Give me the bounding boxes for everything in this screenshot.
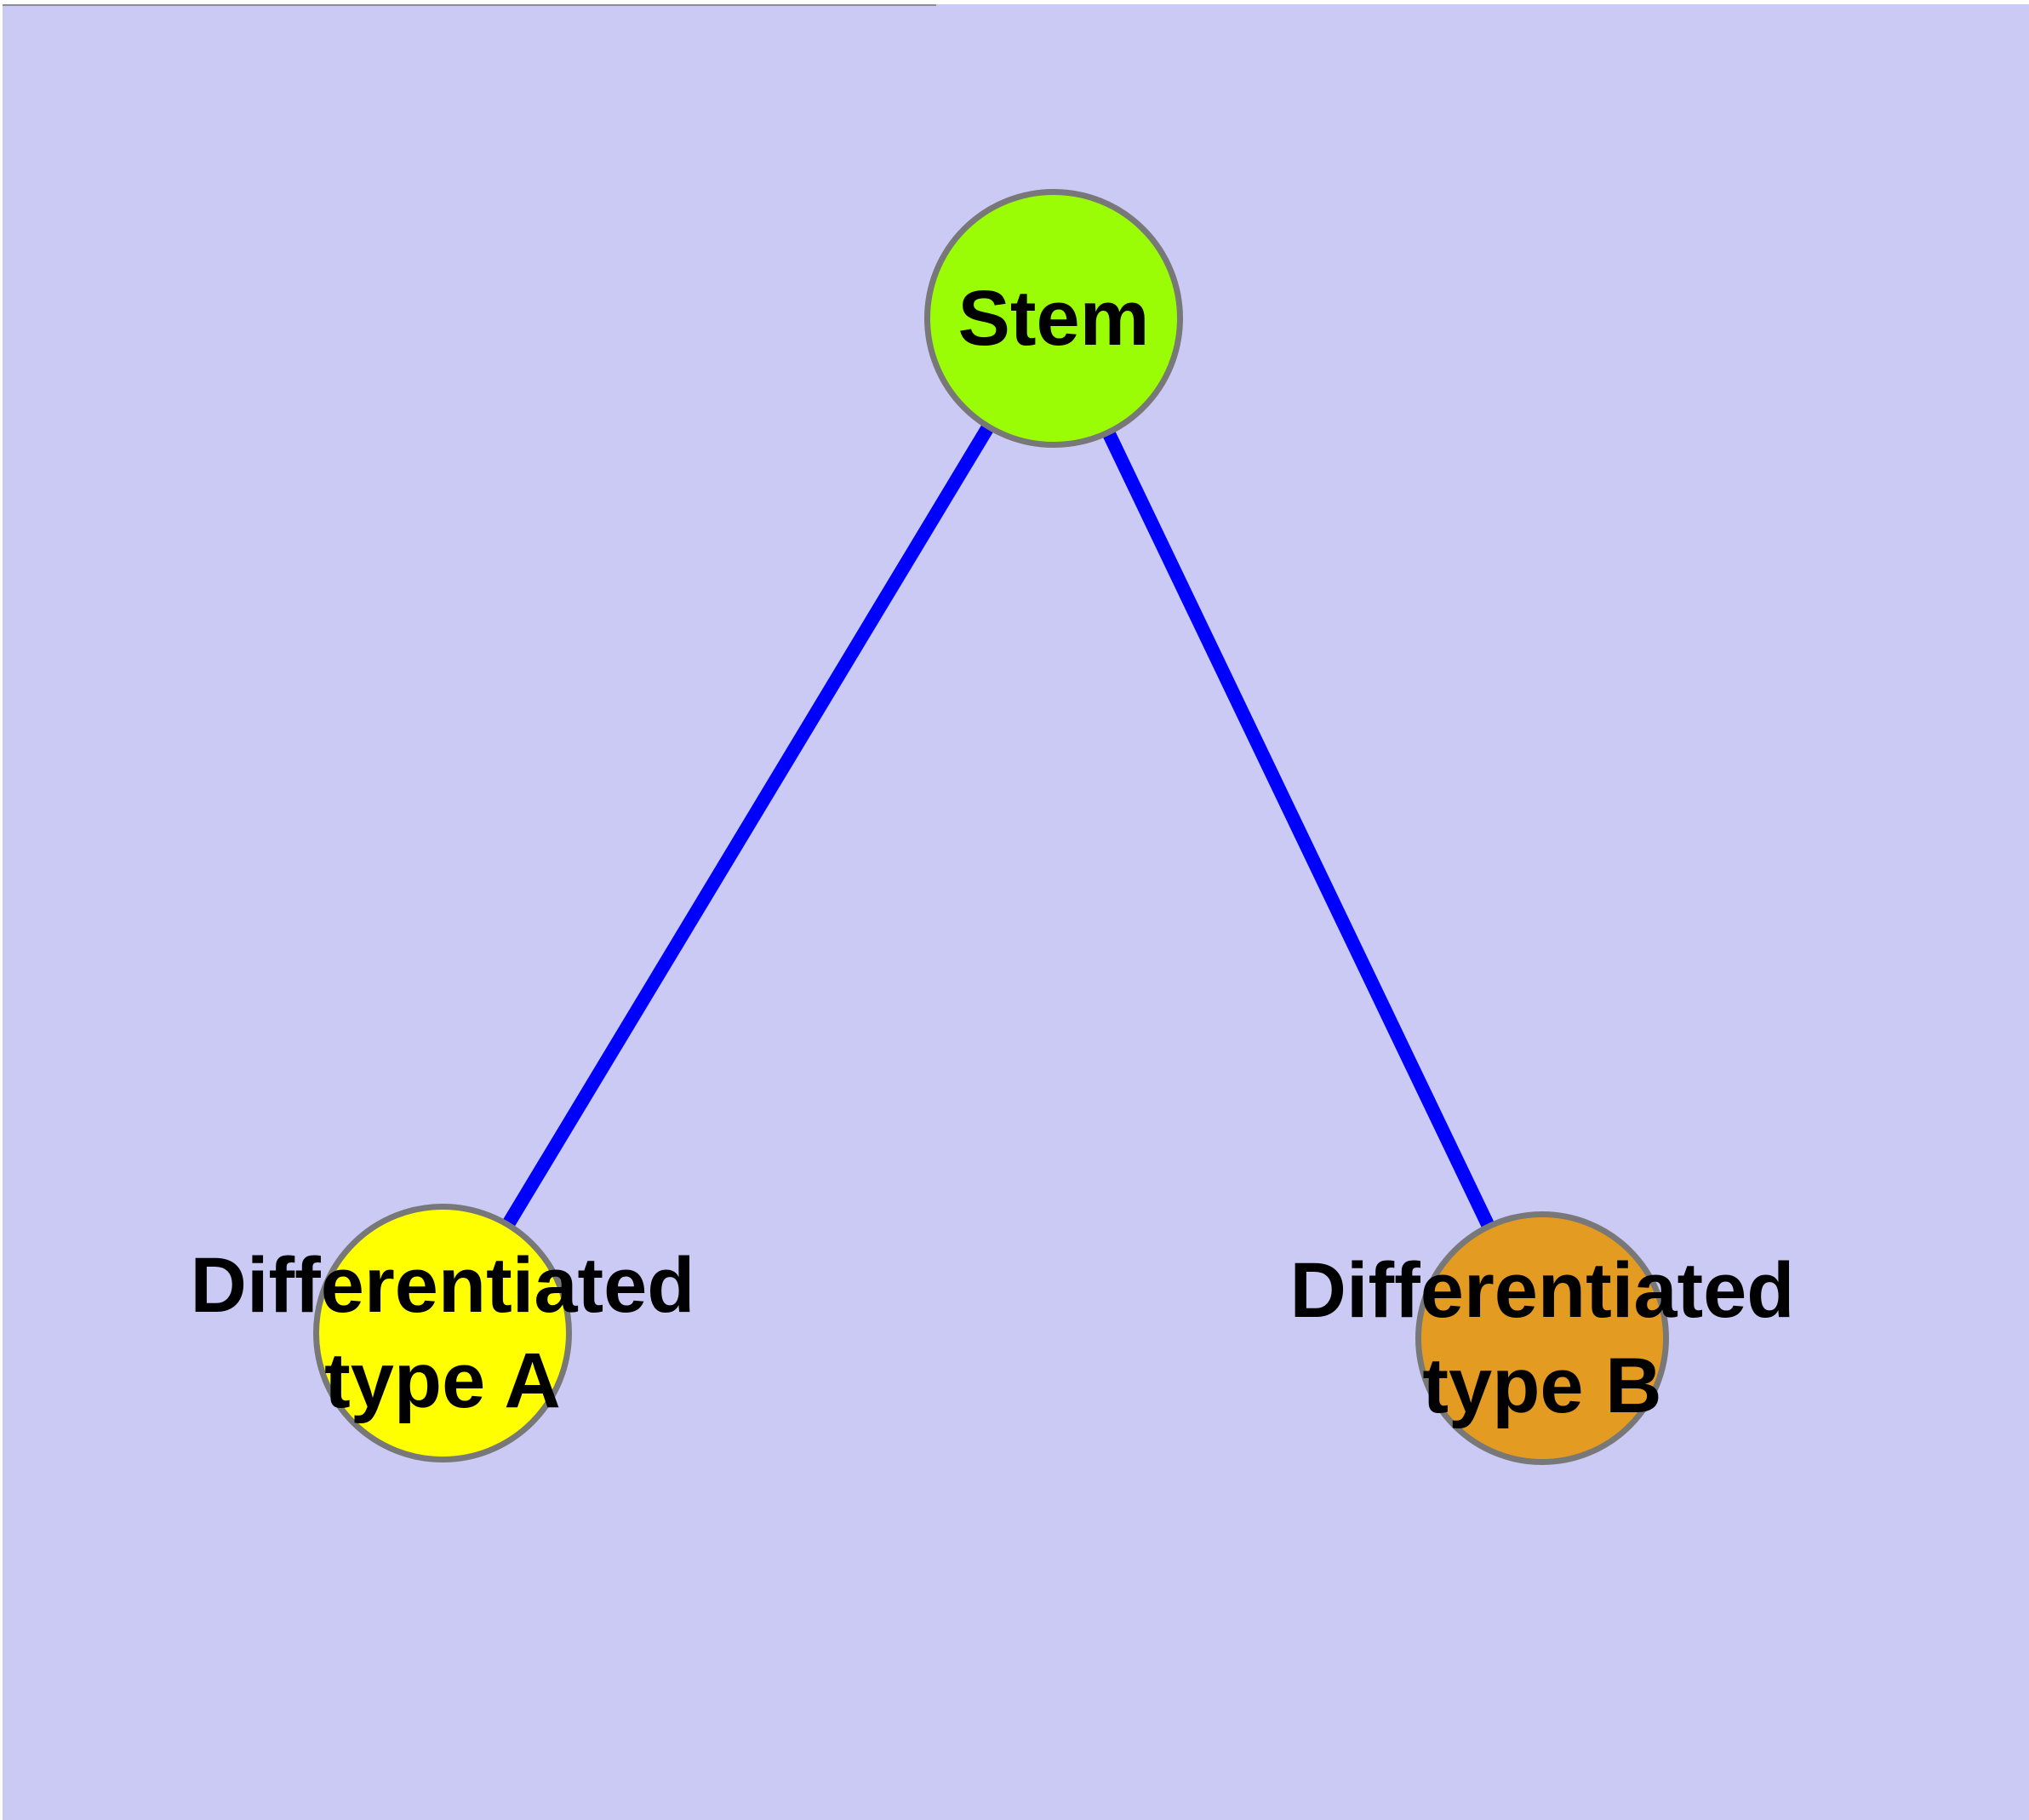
node-type-b-label-line-2: type B bbox=[1422, 1342, 1662, 1429]
node-stem-label-line: Stem bbox=[957, 275, 1150, 362]
node-type-b-label-line-1: Differentiated bbox=[1289, 1247, 1795, 1334]
node-type-b-circle[interactable] bbox=[1415, 1211, 1669, 1465]
node-type-a-label-line-2: type A bbox=[324, 1337, 561, 1424]
window-top-edge bbox=[0, 0, 2029, 4]
node-type-a-circle[interactable] bbox=[313, 1204, 572, 1462]
node-type-a-label-line-1: Differentiated bbox=[190, 1242, 695, 1329]
edge-stem-to-type-a bbox=[437, 314, 1060, 1337]
node-type-a-label: Differentiated type A bbox=[191, 1238, 695, 1428]
window-left-edge bbox=[0, 0, 3, 1820]
node-stem-circle[interactable] bbox=[924, 189, 1183, 448]
node-type-b-label: Differentiated type B bbox=[1290, 1243, 1795, 1434]
window-top-border-line bbox=[0, 4, 936, 6]
node-stem-label: Stem bbox=[958, 271, 1150, 366]
edge-stem-to-type-b bbox=[1047, 315, 1549, 1342]
